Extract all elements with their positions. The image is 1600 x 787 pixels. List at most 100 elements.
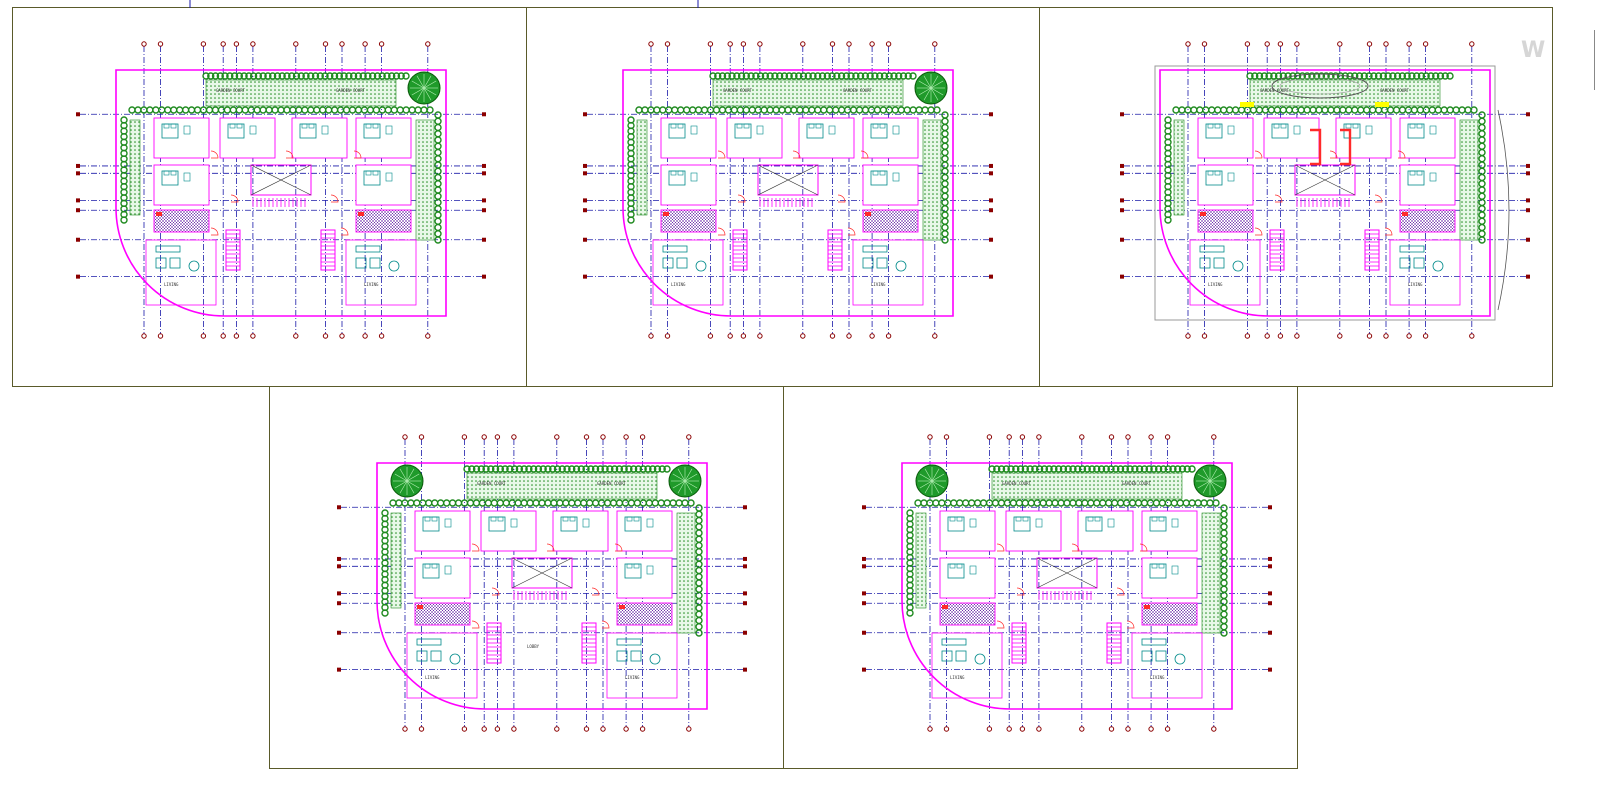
- hedge-shrub: [843, 106, 852, 114]
- appliance-mark: [417, 605, 423, 609]
- tree-branch: [919, 480, 933, 489]
- hedge-shrub: [1478, 117, 1486, 125]
- garden-court: [1173, 119, 1185, 216]
- hedge-shrub: [695, 504, 703, 512]
- hedge-shrub: [307, 72, 315, 80]
- hedge-shrub: [885, 72, 893, 80]
- grid-bubble: [686, 726, 692, 732]
- pillow-icon: [949, 516, 956, 522]
- pool-inner: [1279, 77, 1361, 95]
- hedge-shrub: [539, 465, 547, 473]
- hedge-shrub: [434, 192, 442, 200]
- tree-branch: [411, 87, 425, 96]
- hedge-shrub: [855, 106, 864, 114]
- grid-bubble: [1366, 333, 1373, 339]
- hedge-shrub: [1478, 136, 1486, 144]
- hedge-shrub: [941, 223, 949, 232]
- hedge-shrub: [852, 72, 860, 80]
- hedge-shrub: [1327, 106, 1335, 114]
- grid-bubble: [1268, 630, 1272, 635]
- kitchen-room: [1197, 209, 1254, 233]
- hedge-shrub: [514, 499, 522, 507]
- hedge-shrub: [1045, 465, 1053, 473]
- hedge-shrub: [264, 72, 272, 80]
- hedge-shrub: [553, 465, 562, 473]
- grid-bubble: [554, 726, 560, 732]
- label-garden-court: GARDEN COURT: [597, 481, 626, 486]
- wardrobe-icon: [1171, 518, 1179, 528]
- hedge-shrub: [897, 106, 905, 114]
- hedge-shrub: [688, 106, 697, 114]
- hedge-shrub: [961, 499, 970, 507]
- hedge-shrub: [572, 465, 581, 473]
- wardrobe-icon: [183, 172, 191, 182]
- grid-bubble: [1469, 41, 1475, 47]
- grid-bubble: [989, 112, 993, 117]
- stair-flight: [1106, 622, 1122, 664]
- grid-bubble: [583, 274, 587, 279]
- tree-branch: [423, 75, 432, 89]
- hedge-shrub: [1164, 216, 1172, 224]
- grid-bubble: [989, 163, 993, 168]
- hedge-shrub: [718, 72, 727, 80]
- hedge-shrub: [550, 499, 558, 507]
- core-shaft: [250, 164, 312, 196]
- table-icon: [188, 260, 200, 272]
- pillow-icon: [677, 170, 684, 176]
- hedge-shrub: [879, 106, 888, 114]
- door-swing: [210, 150, 219, 159]
- tree-icon: [390, 464, 424, 498]
- tree-branch: [931, 468, 940, 482]
- stair-flight: [1269, 229, 1285, 271]
- highlight-mark: [1375, 102, 1389, 107]
- tree-branch: [684, 480, 698, 489]
- stair-flights: [486, 622, 597, 664]
- curved-path: [1497, 109, 1510, 311]
- bed-icon: [299, 123, 317, 139]
- bed-icon: [363, 123, 381, 139]
- hedge-shrub: [596, 465, 605, 473]
- stair-flight: [1011, 622, 1027, 664]
- hedge-shrub: [568, 499, 576, 507]
- hedge-shrub: [1315, 106, 1323, 114]
- grid-bubble: [885, 41, 892, 47]
- hedge-shrub: [1039, 499, 1047, 507]
- grid-bubble: [862, 591, 866, 596]
- hedge-shrub: [340, 72, 348, 80]
- armchair-icon: [355, 257, 367, 269]
- bed-icon: [422, 516, 440, 532]
- hedge-shrub: [1327, 72, 1335, 80]
- hedge-shrub: [742, 72, 751, 80]
- hedge-shrub: [1427, 72, 1435, 80]
- hedge-shrub: [146, 106, 154, 114]
- hedge-shrub: [742, 106, 750, 114]
- hedge-shrub: [1255, 72, 1264, 80]
- grid-bubble: [943, 434, 950, 440]
- tree-branch: [918, 87, 932, 96]
- hedge-shrub: [1231, 106, 1240, 114]
- hedge-shrub: [482, 465, 490, 473]
- tree-branch: [399, 480, 408, 494]
- hedge-shrub: [1174, 465, 1182, 473]
- grid-bubble: [639, 726, 646, 732]
- hedge-shrub: [867, 106, 876, 114]
- tree-branch: [423, 87, 432, 101]
- hedge-shrub: [1220, 598, 1228, 606]
- hedge-shrub: [1478, 186, 1486, 194]
- grid-bubble: [1277, 41, 1284, 47]
- hedge-shrub: [938, 499, 946, 507]
- hedge-shrub: [313, 106, 321, 114]
- hedge-shrub: [434, 211, 442, 219]
- hedge-shrub: [373, 72, 382, 80]
- door-swing: [546, 543, 555, 552]
- hedge-shrub: [525, 465, 533, 473]
- hedge-shrub: [1434, 106, 1442, 114]
- pillow-icon: [365, 170, 372, 176]
- hedge-shrub: [211, 106, 220, 114]
- wardrobe-icon: [385, 125, 393, 135]
- hedge-shrub: [364, 72, 372, 80]
- hedge-shrub: [1478, 123, 1486, 132]
- grid-bubble: [482, 237, 486, 242]
- grid-bubble: [707, 41, 714, 47]
- label-living: LIVING: [164, 282, 179, 287]
